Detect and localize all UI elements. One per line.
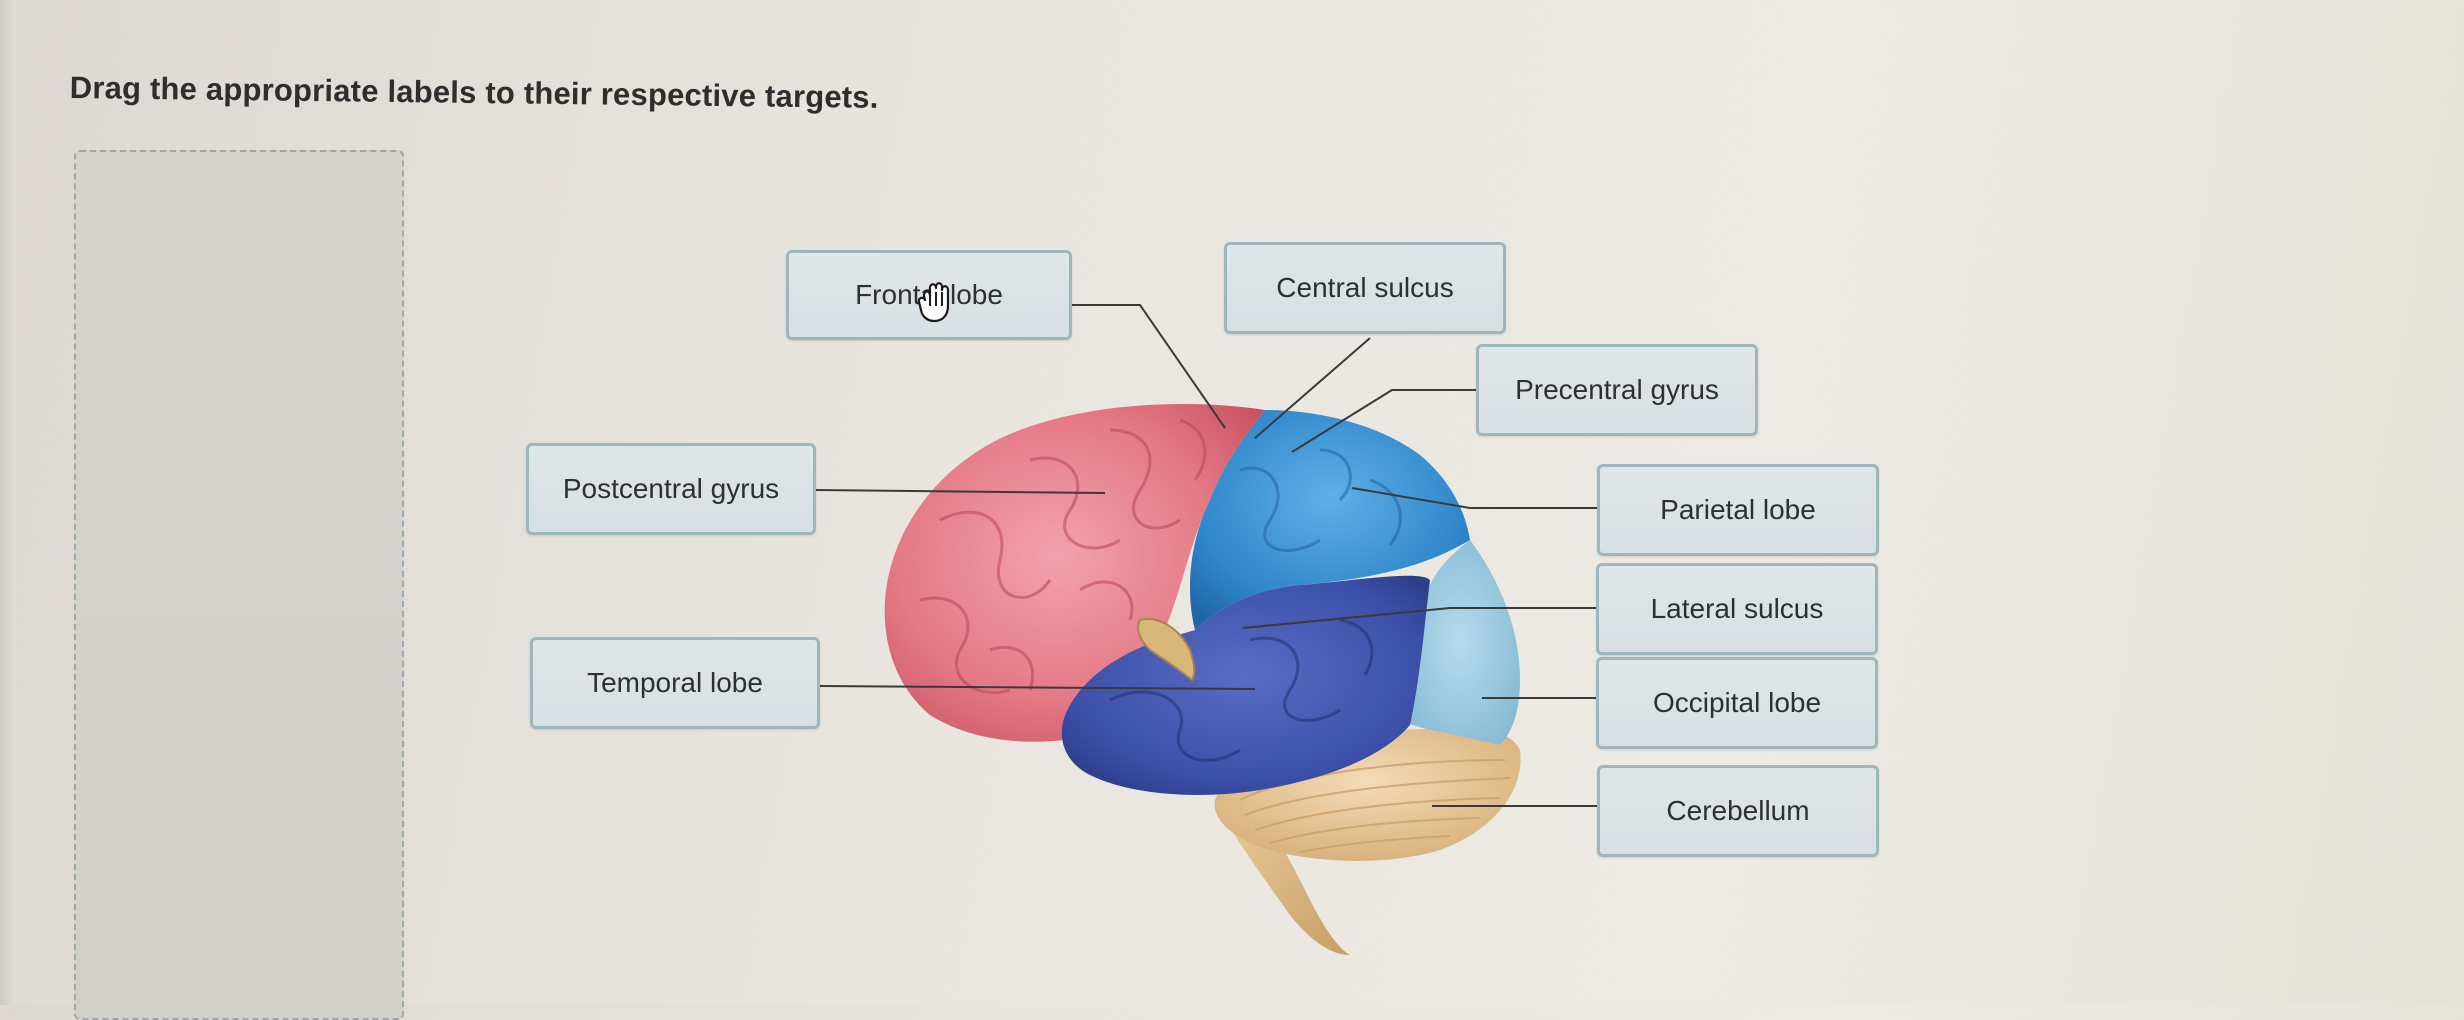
target-label-text: Precentral gyrus [1515,374,1719,406]
target-parietal-lobe[interactable]: Parietal lobe [1597,464,1879,556]
target-label-text: Central sulcus [1276,272,1453,304]
target-label-text: Cerebellum [1666,795,1809,827]
target-label-text: Temporal lobe [587,667,763,699]
target-label-text: Lateral sulcus [1651,593,1824,625]
target-occipital-lobe[interactable]: Occipital lobe [1596,657,1878,749]
target-precentral-gyrus[interactable]: Precentral gyrus [1476,344,1758,436]
target-lateral-sulcus[interactable]: Lateral sulcus [1596,563,1878,655]
target-label-text: Parietal lobe [1660,494,1816,526]
target-temporal-lobe[interactable]: Temporal lobe [530,637,820,729]
target-central-sulcus[interactable]: Central sulcus [1224,242,1506,334]
target-label-text: Occipital lobe [1653,687,1821,719]
target-cerebellum[interactable]: Cerebellum [1597,765,1879,857]
target-label-text: Postcentral gyrus [563,473,779,505]
grab-hand-icon [916,278,956,324]
target-postcentral-gyrus[interactable]: Postcentral gyrus [526,443,816,535]
